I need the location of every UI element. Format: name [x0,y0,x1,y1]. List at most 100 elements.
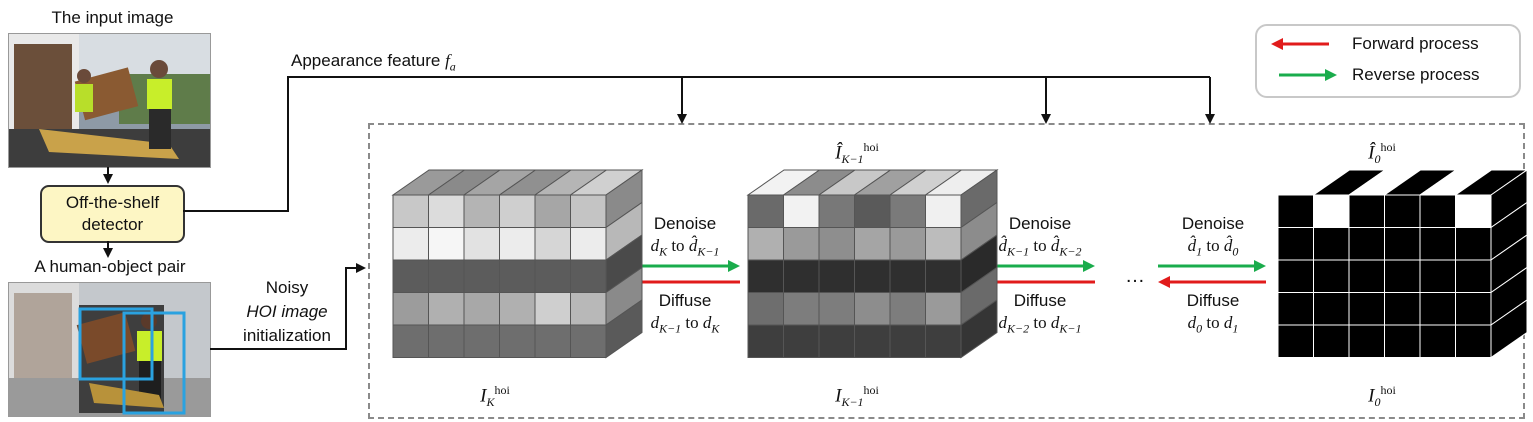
cube1-front-cell [428,194,465,228]
cube2-top-label: ÎK−1hoi [835,140,879,167]
legend-arrows [1271,38,1337,81]
cube2-front-cell [854,227,891,261]
cube1-front-cell [570,227,607,261]
cube1-front-cell [392,259,429,293]
cube2-front-cell [854,292,891,326]
cube3-front-cell [1455,292,1492,326]
cube3-front-cell [1277,324,1314,358]
cube3-bottom-label: I0hoi [1368,383,1396,410]
cube3-front-cell [1419,194,1456,228]
cube2-front-cell [818,324,855,358]
cube2-front-cell [783,324,820,358]
transition-3-diffuse: Diffuse d0 to d1 [1143,290,1283,339]
cube2-front-cell [925,324,962,358]
cube3-top-label: Î0hoi [1368,140,1396,167]
transition-1-diffuse-math: dK−1 to dK [650,313,720,336]
cube3-front-cell [1455,227,1492,261]
cube3-front-cell [1348,227,1385,261]
transition-arrows [630,260,1266,288]
cube1-front-cell [428,259,465,293]
cube1-front-cell [463,227,500,261]
cube1-front-cell [428,324,465,358]
cube3-front-cell [1348,324,1385,358]
cube1-front-cell [499,324,536,358]
cube2-front-cell [925,227,962,261]
cube3-front-cell [1384,194,1421,228]
cube2-front-cell [818,259,855,293]
cube1-front-cell [463,324,500,358]
cube3-front-cell [1419,259,1456,293]
transition-3-denoise-math: d̂1 to d̂0 [1187,236,1239,259]
cube3-front-cell [1277,292,1314,326]
appearance-feature-text: Appearance feature [291,51,446,70]
cube1-front-cell [463,194,500,228]
cube1-front-cell [534,194,571,228]
cube1-front-cell [499,194,536,228]
legend-forward-arrowhead [1271,38,1283,50]
detector-label-line1: Off-the-shelf [65,193,160,212]
transition-2-denoise: Denoise d̂K−1 to d̂K−2 [970,213,1110,262]
cube2-front-cell [854,324,891,358]
cube2-front-cell [783,292,820,326]
noisy-init-line3: initialization [243,326,331,345]
input-photo-illustration [9,34,210,167]
cube2-front-cell [889,259,926,293]
cube3-front-cell [1419,324,1456,358]
cube1-front-cell [392,324,429,358]
transition-1-denoise: Denoise dK to d̂K−1 [615,213,755,262]
cube2-front-cell [783,194,820,228]
cube3-front-cell [1277,259,1314,293]
cube2-front-cell [889,194,926,228]
cube1-front-cell [499,259,536,293]
cube3-front-cell [1313,227,1350,261]
legend-forward-label: Forward process [1352,34,1479,53]
appearance-feature-line [183,76,1210,212]
transition-2-denoise-label: Denoise [1008,214,1072,233]
cube3-front-cell [1455,259,1492,293]
transition-2-diffuse-math: dK−2 to dK−1 [998,313,1082,336]
cube2-front-cell [747,259,784,293]
detector-box: Off-the-shelf detector [40,185,185,243]
transition-3-diffuse-math: d0 to d1 [1187,313,1239,336]
transition-2-diffuse: Diffuse dK−2 to dK−1 [970,290,1110,339]
cube3-front-cell [1384,259,1421,293]
noisy-init-line1: Noisy [265,278,309,297]
cube1-front-cell [392,292,429,326]
appearance-feature-label: Appearance feature fa [291,51,456,74]
cube1-front-cell [428,227,465,261]
cube3-front-cell [1348,259,1385,293]
cube1-front-cell [570,194,607,228]
input-image-title: The input image [51,8,174,27]
cube2-front-cell [925,194,962,228]
legend: Forward process Reverse process [1255,24,1521,98]
cube2-front-cell [818,194,855,228]
cube1-front-cell [463,292,500,326]
cube1-front-cell [392,194,429,228]
input-photo [8,33,211,168]
cube3-front-cell [1419,292,1456,326]
appearance-feature-subscript: a [449,59,456,74]
cube1-front-cell [463,259,500,293]
cube3-front-cell [1313,259,1350,293]
cube3-front-cell [1455,194,1492,228]
legend-reverse-arrowhead [1325,69,1337,81]
pair-title: A human-object pair [34,257,186,276]
ellipsis: … [1125,265,1145,287]
cube1-bottom-label: IKhoi [480,383,510,410]
noisy-init-line2: HOI image [246,302,328,321]
cube3-front-cell [1277,194,1314,228]
cube3-front-cell [1348,292,1385,326]
cube1-front-cell [428,292,465,326]
cube2-front-cell [854,194,891,228]
cube2-front-cell [889,292,926,326]
cube3-front-cell [1419,227,1456,261]
cube1-front-cell [570,259,607,293]
cube2-front-cell [925,259,962,293]
noisy-init-label: Noisy HOI image initialization [222,276,352,348]
transition-1-diffuse-label: Diffuse [658,291,712,310]
cube2-front-cell [783,227,820,261]
cube2-front-cell [889,324,926,358]
transition-3-denoise: Denoise d̂1 to d̂0 [1143,213,1283,262]
cube2-bottom-label: IK−1hoi [835,383,879,410]
transition-3-diffuse-label: Diffuse [1186,291,1240,310]
